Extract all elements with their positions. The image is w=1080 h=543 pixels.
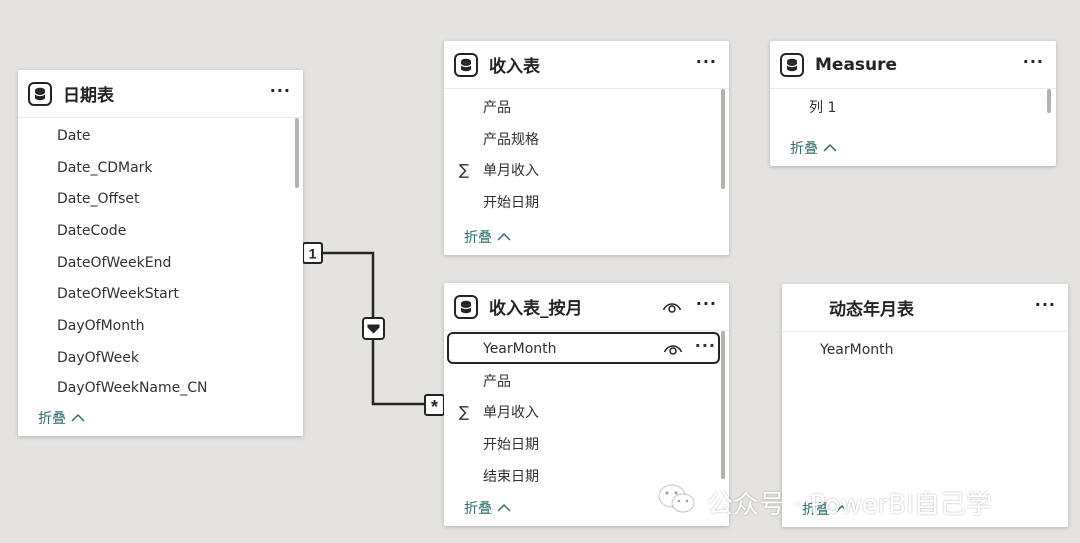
chevron-up-icon [497,500,511,516]
table-card-date[interactable]: 日期表 ··· Date Date_CDMark Date_Offset Dat… [18,70,303,436]
field-item-measure[interactable]: ∑ 单月收入 [444,396,729,428]
table-title: Measure [815,54,898,75]
field-list[interactable]: Date Date_CDMark Date_Offset DateCode Da… [18,118,303,396]
scrollbar[interactable] [1047,89,1051,113]
field-item[interactable]: Date_CDMark [57,159,153,176]
field-item[interactable]: DateCode [57,222,127,239]
one-label: 1 [309,246,317,262]
scrollbar[interactable] [721,331,725,479]
field-item[interactable]: 结束日期 [483,468,539,485]
field-list[interactable]: YearMonth ··· 产品 ∑ 单月收入 开始日期 结束日期 [444,331,729,491]
filter-direction-icon [362,317,385,340]
field-list[interactable]: 产品 产品规格 ∑ 单月收入 开始日期 [444,89,729,218]
field-item[interactable]: 开始日期 [483,194,539,211]
scrollbar[interactable] [295,118,299,188]
field-list[interactable]: 列 1 [770,89,1056,123]
chevron-up-icon [823,140,837,156]
more-options-button[interactable]: ··· [1034,294,1056,314]
table-title: 日期表 [63,86,114,106]
field-item[interactable]: 产品 [483,99,511,116]
chevron-up-icon [497,229,511,245]
watermark-text: 公众号 · PowerBI自己学 [707,490,992,520]
field-item[interactable]: DateOfWeekStart [57,286,179,303]
field-item[interactable]: Date [57,127,91,144]
field-item[interactable]: 开始日期 [483,436,539,453]
collapse-button[interactable]: 折叠 [790,138,837,158]
field-label: 单月收入 [483,405,539,422]
database-icon [454,294,478,319]
table-card-measure[interactable]: Measure ··· 列 1 折叠 [770,41,1056,166]
collapse-button[interactable]: 折叠 [802,499,849,519]
card-header[interactable]: 动态年月表 ··· [782,284,1068,332]
field-item[interactable]: YearMonth [820,341,894,358]
more-options-button[interactable]: ··· [695,51,717,71]
scrollbar[interactable] [721,89,725,189]
field-item-selected[interactable]: YearMonth ··· [444,333,729,365]
more-options-button[interactable]: ··· [1022,51,1044,71]
collapse-label: 折叠 [38,411,66,427]
field-item[interactable]: DayOfWeek [57,349,139,366]
field-item-measure[interactable]: ∑ 单月收入 [444,154,729,186]
field-more-options-button[interactable]: ··· [694,335,716,355]
table-title: 收入表 [489,57,540,77]
card-header[interactable]: 收入表_按月 ··· [444,283,729,331]
collapse-label: 折叠 [464,230,492,246]
table-card-income-monthly[interactable]: 收入表_按月 ··· YearMonth ··· 产品 ∑ 单月收入 开始日期 … [444,283,729,526]
table-card-income[interactable]: 收入表 ··· 产品 产品规格 ∑ 单月收入 开始日期 折叠 [444,41,729,255]
field-item[interactable]: 产品规格 [483,131,539,148]
field-label: 单月收入 [483,163,539,180]
card-header[interactable]: 收入表 ··· [444,41,729,89]
sigma-icon: ∑ [459,161,470,180]
field-label: YearMonth [483,340,557,357]
eye-icon[interactable] [662,300,682,314]
one-cardinality-marker: 1 [302,242,323,264]
table-card-dynamic-yearmonth[interactable]: 动态年月表 ··· YearMonth 折叠 [782,284,1068,527]
field-item[interactable]: Date_Offset [57,191,140,208]
wechat-logo-icon [657,483,697,522]
watermark: 公众号 · PowerBI自己学 [657,483,992,522]
database-icon [454,52,478,77]
chevron-up-icon [835,501,849,517]
collapse-button[interactable]: 折叠 [38,408,85,428]
field-item[interactable]: DayOfMonth [57,317,145,334]
many-label: * [431,397,438,417]
field-list[interactable]: YearMonth [782,332,1068,366]
collapse-button[interactable]: 折叠 [464,498,511,518]
field-item[interactable]: DayOfWeekName_CN [57,379,208,396]
collapse-label: 折叠 [790,141,818,157]
chevron-up-icon [71,410,85,426]
sigma-icon: ∑ [459,403,470,422]
card-header[interactable]: Measure ··· [770,41,1056,89]
more-options-button[interactable]: ··· [269,80,291,100]
field-item[interactable]: 列 1 [809,99,837,116]
collapse-label: 折叠 [802,502,830,518]
table-title: 动态年月表 [829,300,914,320]
collapse-button[interactable]: 折叠 [464,227,511,247]
field-item[interactable]: 产品 [483,373,511,390]
database-icon [780,52,804,77]
many-cardinality-marker: * [424,394,445,417]
eye-icon[interactable] [663,342,683,356]
card-header[interactable]: 日期表 ··· [18,70,303,118]
table-title: 收入表_按月 [489,299,583,319]
field-item[interactable]: DateOfWeekEnd [57,254,172,271]
database-icon [28,81,52,106]
collapse-label: 折叠 [464,501,492,517]
more-options-button[interactable]: ··· [695,293,717,313]
